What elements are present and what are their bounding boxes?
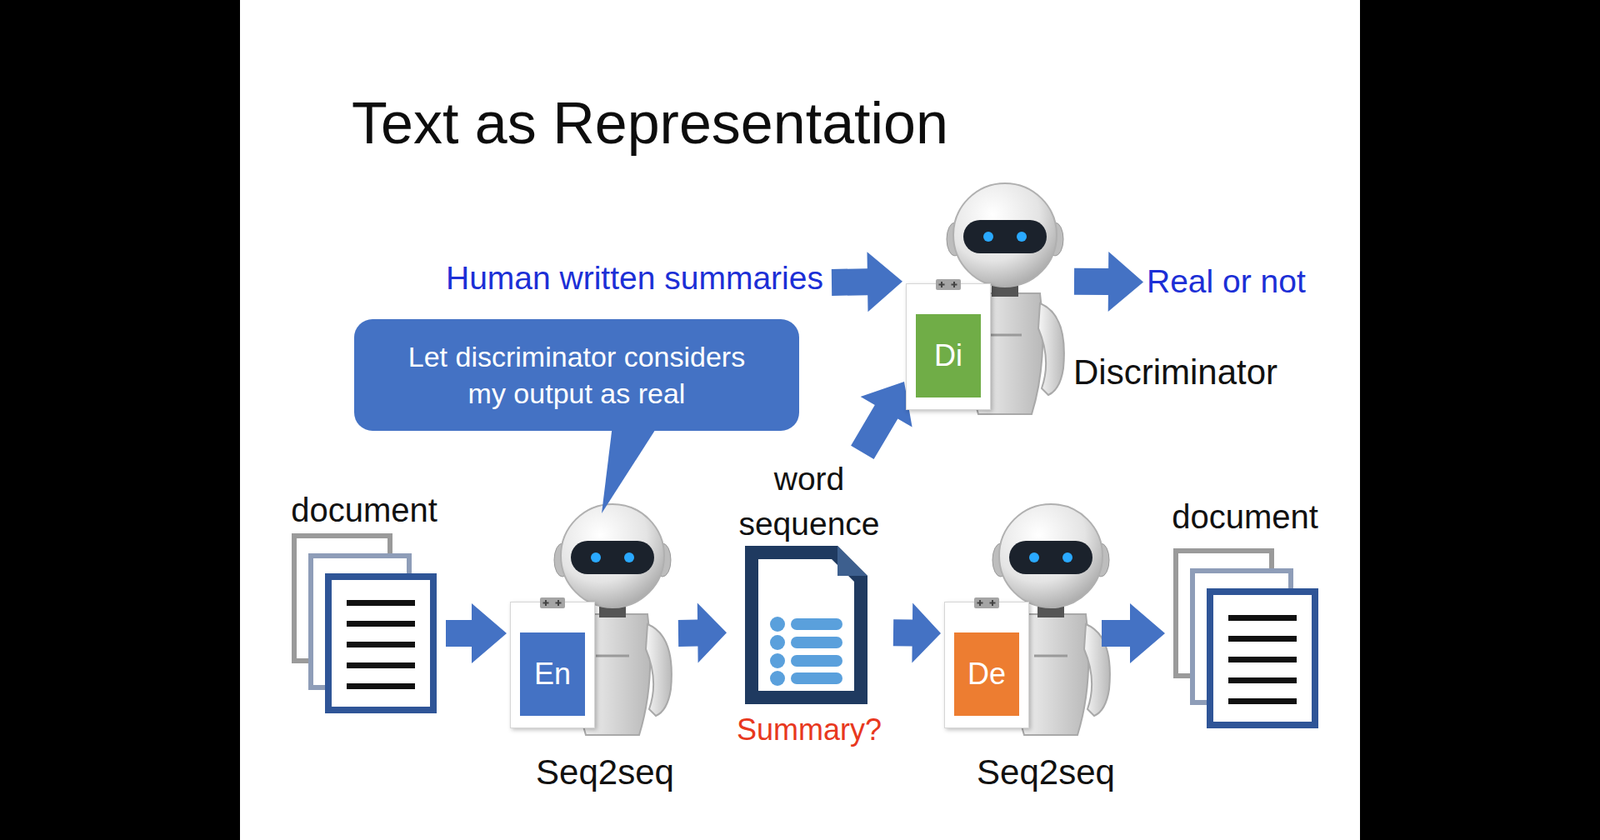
badge-clip (934, 275, 963, 294)
badge-square: Di (915, 314, 981, 398)
node-label: Human written summaries (445, 260, 827, 298)
block-arrow (850, 381, 913, 460)
block-arrow (678, 603, 727, 664)
badge-clip (538, 593, 567, 612)
badge-text: Di (934, 338, 963, 374)
slide-title: Text as Representation (351, 90, 949, 157)
speech-bubble: Let discriminator considers my output as… (354, 319, 800, 431)
block-arrow (445, 603, 507, 664)
badge-square: De (954, 632, 1020, 716)
model-label: Seq2seq (535, 752, 675, 793)
badge-text: En (534, 656, 571, 692)
bubble-text: Let discriminator considers my output as… (397, 338, 756, 412)
text-node: Real or not (1146, 263, 1310, 301)
badge-text: De (967, 656, 1006, 692)
sequence-label: word sequence (730, 456, 889, 547)
document-label: document (287, 491, 441, 529)
summary-node: word sequenceSummary? (730, 456, 889, 750)
document-node: document (287, 491, 441, 710)
name-badge: En (510, 601, 595, 729)
callout-tail (601, 425, 659, 514)
badge-square: En (520, 632, 585, 716)
name-badge: De (944, 601, 1030, 729)
document-icon (1175, 550, 1315, 725)
summary-label: Summary? (730, 712, 889, 747)
block-arrow (831, 251, 903, 312)
model-label: Discriminator (1073, 352, 1278, 393)
block-arrow (1101, 603, 1165, 664)
text-node: Human written summaries (445, 260, 827, 298)
summary-icon (745, 545, 868, 705)
model-label: Seq2seq (976, 752, 1115, 793)
name-badge: Di (905, 283, 991, 410)
block-arrow (893, 603, 941, 664)
document-node: document (1168, 498, 1322, 728)
document-label: document (1168, 498, 1322, 535)
model-node: DiDiscriminator (905, 181, 1070, 409)
model-node: EnSeq2seq (510, 500, 674, 792)
node-label: Real or not (1146, 263, 1310, 301)
model-node: DeSeq2seq (944, 500, 1097, 792)
document-icon (294, 535, 434, 710)
badge-clip (972, 593, 1001, 612)
block-arrow (1074, 251, 1144, 312)
